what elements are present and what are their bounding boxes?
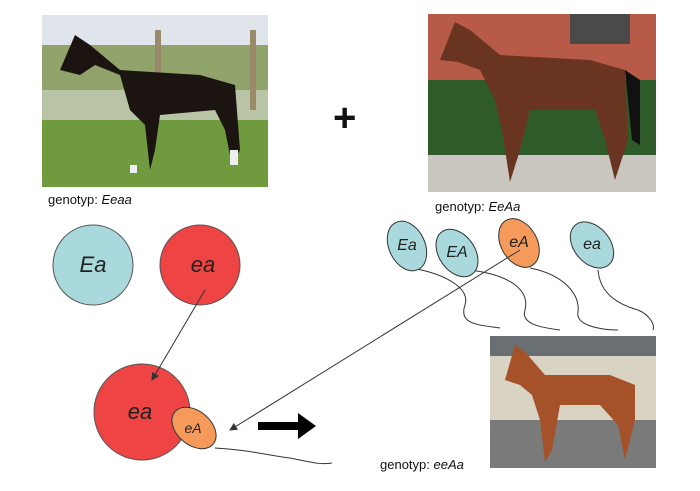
result-arrow <box>258 413 316 439</box>
sperm-cell-eA <box>498 218 540 268</box>
egg-to-zygote-arrow <box>151 289 206 381</box>
sperm-tails <box>214 267 654 465</box>
sperm-cell-EA <box>435 228 479 278</box>
sperm-label-Ea: Ea <box>397 237 417 254</box>
label-prefix: genotyp: <box>380 457 434 472</box>
sperm-label-ea: ea <box>583 236 601 253</box>
zygote-egg-label: ea <box>127 399 153 424</box>
stallion-genotype-label: genotyp: EeAa <box>435 199 520 214</box>
label-prefix: genotyp: <box>48 192 102 207</box>
zygote-sperm <box>171 406 217 450</box>
mare-genotype-label: genotyp: Eeaa <box>48 192 132 207</box>
genotype: EeAa <box>488 199 521 214</box>
egg-label-ea: ea <box>190 252 216 277</box>
mare-photo <box>42 15 268 187</box>
offspring-photo <box>490 336 656 468</box>
genotype: Eeaa <box>101 192 132 207</box>
sperm-cell-Ea <box>386 220 428 272</box>
sperm-cell-ea <box>569 221 615 269</box>
offspring-genotype-label: genotyp: eeAa <box>380 457 464 472</box>
sperm-label-eA: eA <box>509 234 529 251</box>
genotype: eeAa <box>433 457 464 472</box>
plus-sign: + <box>333 96 357 140</box>
sperm-label-EA: EA <box>446 244 468 261</box>
zygote-sperm-label: eA <box>184 420 202 436</box>
egg-cell-ea <box>159 224 241 306</box>
egg-cell-Ea <box>52 224 134 306</box>
label-prefix: genotyp: <box>435 199 489 214</box>
sperm-to-zygote-arrow <box>229 249 521 431</box>
stallion-photo <box>428 14 656 192</box>
egg-label-Ea: Ea <box>79 252 107 277</box>
